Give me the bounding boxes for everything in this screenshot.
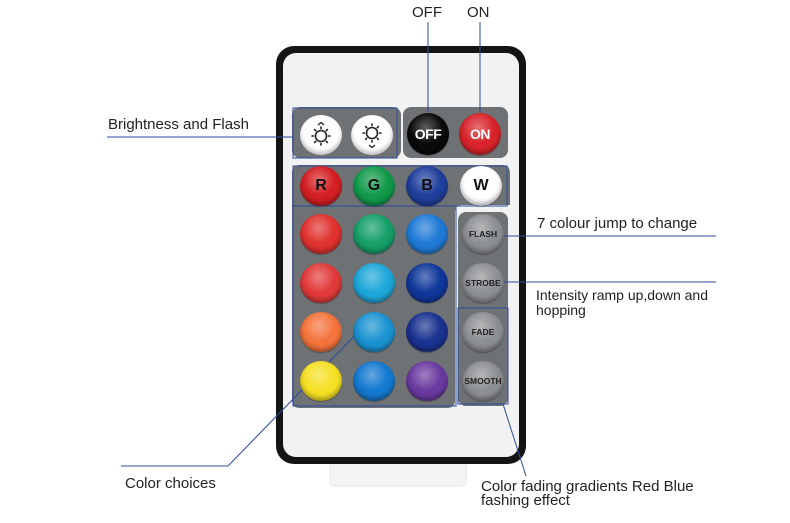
green-button[interactable]: G [353,166,395,206]
color-grid-box [292,205,457,407]
on-top-label: ON [467,4,490,21]
smooth-button[interactable]: SMOOTH [462,361,504,401]
intensity-label-line1: Intensity ramp up,down and [536,287,708,303]
color-pad [292,165,510,408]
white-button-label: W [473,177,489,194]
brightness-box [292,107,398,159]
fading-label-line1: Color fading gradients Red Blue [481,478,694,495]
on-button[interactable]: ON [459,113,501,155]
intensity-label-line2: hopping [536,302,586,318]
red-button[interactable]: R [300,166,342,206]
color-button-r2c3[interactable] [406,263,448,303]
color-button-r1c2[interactable] [353,214,395,254]
brightness-up-icon [311,122,331,146]
jump-label: 7 colour jump to change [537,215,698,232]
color-button-r4c1[interactable] [300,361,342,401]
brightness-down-button[interactable] [351,115,393,155]
flash-button-label: FLASH [468,229,498,239]
color-button-r2c1[interactable] [300,263,342,303]
red-button-label: R [315,177,327,194]
on-button-label: ON [470,126,491,142]
off-button[interactable]: OFF [407,113,449,155]
color-button-r1c1[interactable] [300,214,342,254]
strobe-button-label: STROBE [465,278,501,288]
color-button-r3c1[interactable] [300,312,342,352]
blue-button[interactable]: B [406,166,448,206]
mode-pad [458,212,508,406]
strobe-button[interactable]: STROBE [462,263,504,303]
brightness-down-icon [362,123,382,148]
off-top-label: OFF [412,4,442,21]
color-choices-leader [227,317,373,467]
color-button-r2c2[interactable] [353,263,395,303]
fading-label-line2: fashing effect [481,492,570,509]
fade-button[interactable]: FADE [462,312,504,352]
brightness-flash-label: Brightness and Flash [108,116,249,133]
smooth-button-label: SMOOTH [464,376,502,386]
white-button[interactable]: W [460,166,502,206]
color-button-r4c3[interactable] [406,361,448,401]
brightness-up-button[interactable] [300,115,342,155]
off-button-label: OFF [414,126,442,142]
color-button-r4c2[interactable] [353,361,395,401]
color-button-r3c3[interactable] [406,312,448,352]
blue-button-label: B [421,177,433,194]
flash-button[interactable]: FLASH [462,214,504,254]
fade-button-label: FADE [471,327,495,337]
color-button-r1c3[interactable] [406,214,448,254]
green-button-label: G [367,177,381,194]
fading-leader [502,403,527,477]
color-button-r3c2[interactable] [353,312,395,352]
fade-smooth-box [457,307,509,405]
color-choices-label: Color choices [125,475,216,492]
